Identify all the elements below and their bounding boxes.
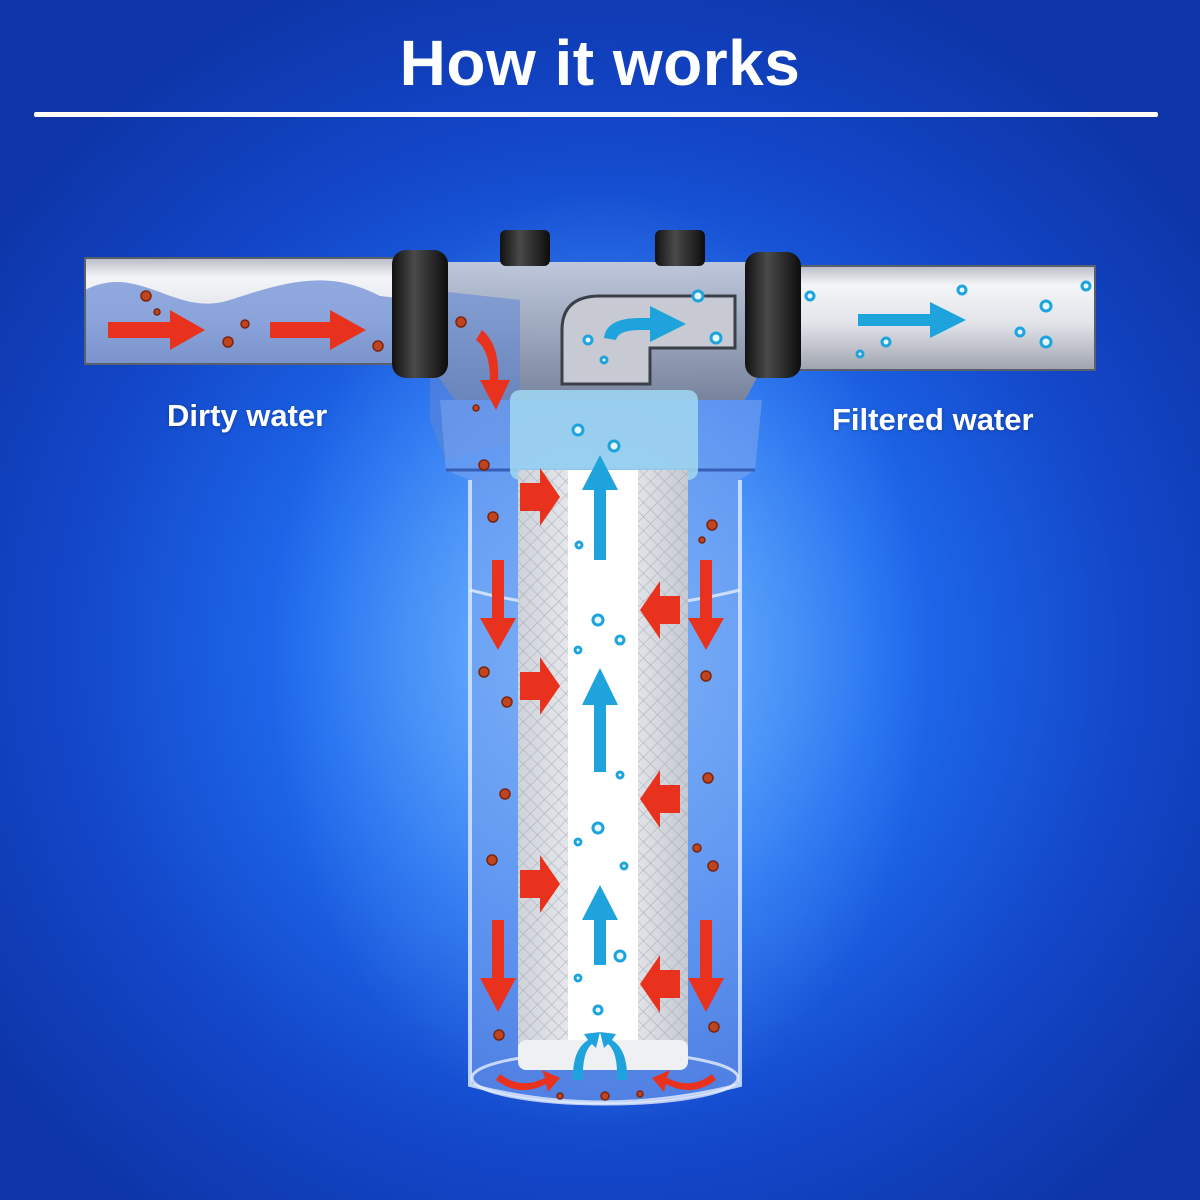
- red-arrow-icon: [520, 855, 560, 913]
- clean-bubble-icon: [607, 439, 621, 453]
- blue-arrow-icon: [582, 455, 618, 560]
- sediment-particle-icon: [153, 308, 161, 316]
- filtered-water-label: Filtered water: [832, 402, 1034, 437]
- sediment-particle-icon: [240, 319, 250, 329]
- sediment-particle-icon: [692, 843, 702, 853]
- clean-bubble-icon: [709, 331, 723, 345]
- head-bolt-right: [655, 230, 705, 266]
- sediment-particle-icon: [707, 860, 719, 872]
- clean-bubble-icon: [591, 821, 605, 835]
- clean-bubble-icon: [582, 334, 594, 346]
- dirty-flow-arrows: [108, 310, 724, 1092]
- blue-arrow-icon: [604, 306, 686, 342]
- sediment-particle-icon: [472, 404, 480, 412]
- sediment-particle-icon: [455, 316, 467, 328]
- red-arrow-icon: [480, 560, 516, 650]
- clean-bubble-icon: [591, 613, 605, 627]
- clean-bubble-icon: [855, 349, 865, 359]
- inlet-pipe: [84, 257, 416, 365]
- sediment-particle-icon: [493, 1029, 505, 1041]
- clean-bubble-icon: [691, 289, 705, 303]
- red-arrow-icon: [640, 581, 680, 639]
- clean-bubble-icon: [574, 540, 584, 550]
- clean-bubble-icon: [1039, 299, 1053, 313]
- red-arrow-icon: [108, 310, 205, 350]
- clean-bubble-icon: [1014, 326, 1026, 338]
- dirty-water-label: Dirty water: [167, 398, 328, 433]
- red-arrow-icon: [270, 310, 366, 350]
- clean-flow-arrows: [572, 302, 966, 1080]
- sediment-particle-icon: [478, 459, 490, 471]
- red-arrow-icon: [640, 955, 680, 1013]
- red-arrow-icon: [480, 920, 516, 1012]
- red-arrow-icon: [640, 770, 680, 828]
- sediment-particle-icon: [372, 340, 384, 352]
- sediment-particle-icon: [700, 670, 712, 682]
- clean-bubble-icon: [599, 355, 609, 365]
- clean-bubble-icon: [613, 949, 627, 963]
- red-arrow-icon: [520, 657, 560, 715]
- red-arrow-icon: [496, 1070, 560, 1092]
- clean-bubble-icon: [804, 290, 816, 302]
- sediment-particle-icon: [140, 290, 152, 302]
- clean-bubble-icon: [573, 837, 583, 847]
- sediment-particle-icon: [600, 1091, 610, 1101]
- clean-bubble-icon: [1080, 280, 1092, 292]
- page-title: How it works: [399, 27, 801, 99]
- sediment-particle-icon: [706, 519, 718, 531]
- blue-arrow-icon: [572, 1032, 600, 1080]
- sediment-particle-icon: [222, 336, 234, 348]
- blue-arrow-icon: [858, 302, 966, 338]
- clean-bubble-icon: [571, 423, 585, 437]
- clean-bubble-icon: [615, 770, 625, 780]
- clean-bubble-icon: [614, 634, 626, 646]
- clean-bubble-icon: [573, 973, 583, 983]
- red-arrow-icon: [688, 560, 724, 650]
- clean-bubble-icon: [573, 645, 583, 655]
- clean-bubble-icon: [880, 336, 892, 348]
- sediment-particle-icon: [478, 666, 490, 678]
- clean-bubbles: [571, 280, 1092, 1016]
- blue-arrow-icon: [600, 1032, 628, 1080]
- sediment-particle-icon: [698, 536, 706, 544]
- sediment-particle-icon: [702, 772, 714, 784]
- blue-arrow-icon: [582, 885, 618, 965]
- sediment-particles: [140, 290, 720, 1101]
- red-arrow-icon: [520, 468, 560, 526]
- blue-arrow-icon: [582, 668, 618, 772]
- inlet-coupling: [392, 250, 448, 378]
- sediment-particle-icon: [487, 511, 499, 523]
- red-arrow-icon: [476, 330, 510, 410]
- sediment-particle-icon: [501, 696, 513, 708]
- sediment-particle-icon: [499, 788, 511, 800]
- title-divider: [34, 112, 1158, 117]
- sediment-particle-icon: [708, 1021, 720, 1033]
- red-arrow-icon: [652, 1070, 716, 1092]
- sediment-particle-icon: [556, 1092, 564, 1100]
- outlet-coupling: [745, 252, 801, 378]
- clean-bubble-icon: [956, 284, 968, 296]
- clean-bubble-icon: [592, 1004, 604, 1016]
- head-bolt-left: [500, 230, 550, 266]
- clean-bubble-icon: [619, 861, 629, 871]
- sediment-particle-icon: [636, 1090, 644, 1098]
- sediment-particle-icon: [486, 854, 498, 866]
- red-arrow-icon: [688, 920, 724, 1012]
- clean-bubble-icon: [1039, 335, 1053, 349]
